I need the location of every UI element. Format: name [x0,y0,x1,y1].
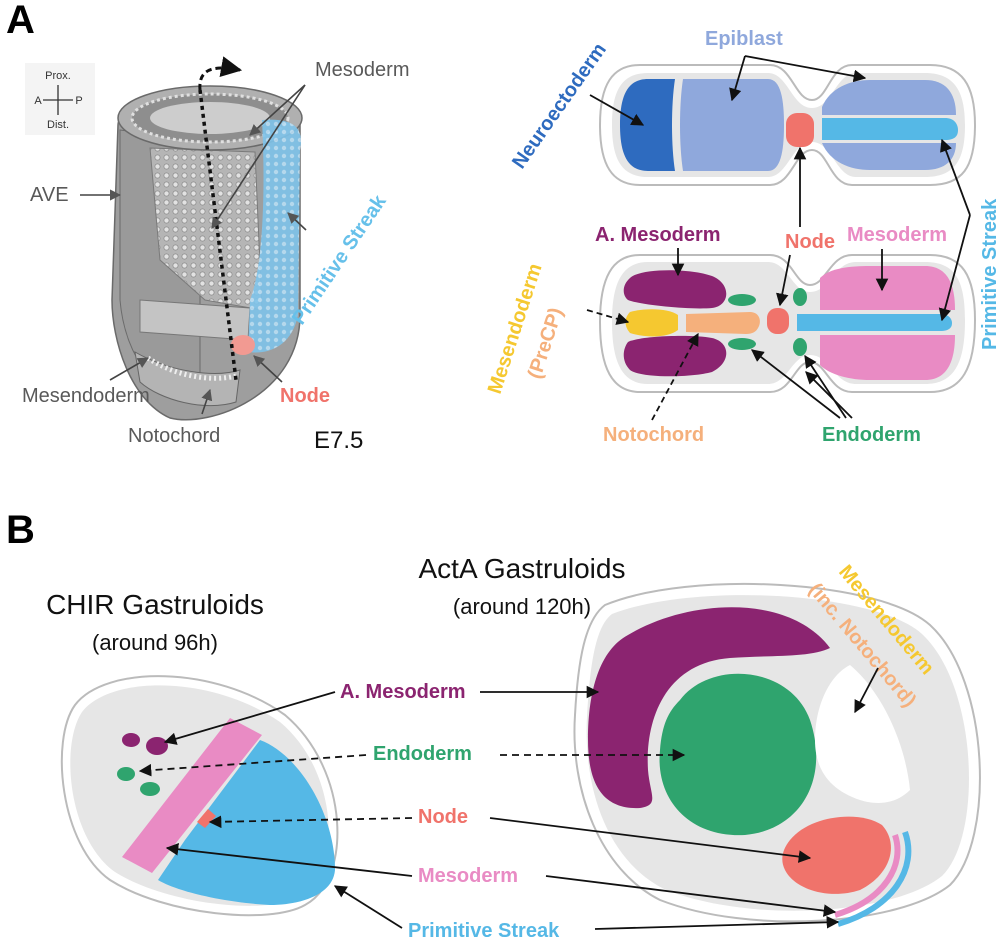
b-primitive-streak-arrow-right [594,916,840,930]
node-region-2 [767,308,789,334]
midline-dotted-line [198,89,238,381]
primitive-streak-label: Primitive Streak [979,198,1000,350]
b-a-mesoderm-arrow-left [163,691,336,745]
b-node-label: Node [418,806,468,828]
notochord-arrow [651,332,699,421]
epiblast-region-left [680,79,784,171]
notochord-label: Notochord [603,424,704,446]
chir-title: CHIR Gastruloids [46,589,264,620]
embryo-e75-image [111,85,303,421]
panel-a-letter: A [6,0,35,42]
chir-endoderm-blob-1 [117,767,135,781]
neuroectoderm-label: Neuroectoderm [508,39,611,173]
endoderm-blob-4 [793,338,807,356]
embryo-mesoderm-arrow-1 [249,84,306,136]
endoderm-blob-1 [728,294,756,306]
embryo-ave-label: AVE [30,184,69,206]
embryo-primitive-streak-label: Primitive Streak [288,190,391,328]
embryo-mesendoderm-label: Mesendoderm [22,385,150,407]
b-primitive-streak-label: Primitive Streak [408,920,560,942]
b-a-mesoderm-label: A. Mesoderm [340,681,466,703]
neuroectoderm-region [620,79,675,171]
schematic-mesoderm [598,254,977,393]
mesendoderm-arrow [586,309,630,325]
embryo-primitive-streak-arrow [287,212,307,231]
a-mesoderm-region-top [623,270,727,309]
schematic-epiblast [598,64,977,186]
primitive-streak-arrow-2 [938,214,971,322]
node-arrow-down [776,254,791,307]
acta-mesendoderm-region [815,665,910,803]
chir-node-region [197,809,216,828]
acta-mesendoderm-arrow [854,667,879,714]
chir-gastruloid [60,675,339,917]
b-node-arrow-right [489,817,812,863]
axis-prox-label: Prox. [45,70,71,82]
primitive-streak-arrow-1 [940,138,971,216]
mesoderm-region-top [820,266,955,310]
epiblast-arrow-left [729,55,746,102]
endoderm-arrow-3 [805,371,853,419]
embryo-node-label: Node [280,385,330,407]
axis-p-label: P [75,95,82,107]
epiblast-region-right-top [822,80,956,115]
chir-endoderm-blob-2 [140,782,160,796]
embryo-node-arrow [253,355,283,383]
embryo-mesoderm-label: Mesoderm [315,59,409,81]
axis-compass: Prox. Dist. A P [25,63,95,135]
endoderm-blob-2 [728,338,756,350]
acta-mesoderm-band [834,834,901,918]
b-node-arrow-left [208,815,413,829]
b-mesoderm-arrow-left [165,843,413,877]
chir-primitive-streak-region [158,740,335,905]
primitive-streak-region [822,118,958,140]
embryo-notochord-label: Notochord [128,425,220,447]
acta-a-mesoderm-region [588,607,830,809]
endoderm-arrow-1 [751,349,841,419]
notochord-region [686,312,760,334]
node-region [786,113,814,147]
mesendoderm-region [625,309,678,337]
b-mesoderm-arrow-right [545,875,837,917]
acta-gastruloid [573,582,981,927]
acta-title: ActA Gastruloids [419,553,626,584]
acta-subtitle: (around 120h) [453,594,591,619]
endoderm-label: Endoderm [822,424,921,446]
chir-mesoderm-region [122,718,262,873]
chir-subtitle: (around 96h) [92,630,218,655]
neuroectoderm-arrow [589,94,645,126]
a-mesoderm-region-bottom [623,335,727,377]
primitive-streak-region-2 [797,314,952,331]
epiblast-label: Epiblast [705,28,783,50]
acta-endoderm-region [659,673,817,836]
axis-a-label: A [34,95,42,107]
endoderm-blob-3 [793,288,807,306]
mesoderm-region-bottom [820,335,955,380]
b-endoderm-arrow-left [138,754,367,777]
b-endoderm-label: Endoderm [373,743,472,765]
mesoderm-label: Mesoderm [847,224,947,246]
chir-a-mesoderm-blob-1 [122,733,140,747]
panel-b-letter: B [6,508,35,552]
b-mesoderm-label: Mesoderm [418,865,518,887]
epiblast-region-right-bottom [822,143,956,170]
chir-a-mesoderm-blob-2 [146,737,168,755]
embryo-mesoderm-arrow-2 [211,84,306,229]
a-mesoderm-label: A. Mesoderm [595,224,721,246]
endoderm-arrow-2 [804,354,847,419]
acta-primitive-streak-band [837,830,912,927]
b-primitive-streak-arrow-left [333,885,403,929]
stage-label: E7.5 [314,427,363,454]
epiblast-arrow-right [744,55,867,83]
node-label: Node [785,231,835,253]
acta-node-region [782,816,891,894]
axis-dist-label: Dist. [47,119,69,131]
rotation-arrow [198,56,243,91]
embryo-notochord-arrow [201,388,213,415]
embryo-mesendoderm-arrow [109,357,149,381]
